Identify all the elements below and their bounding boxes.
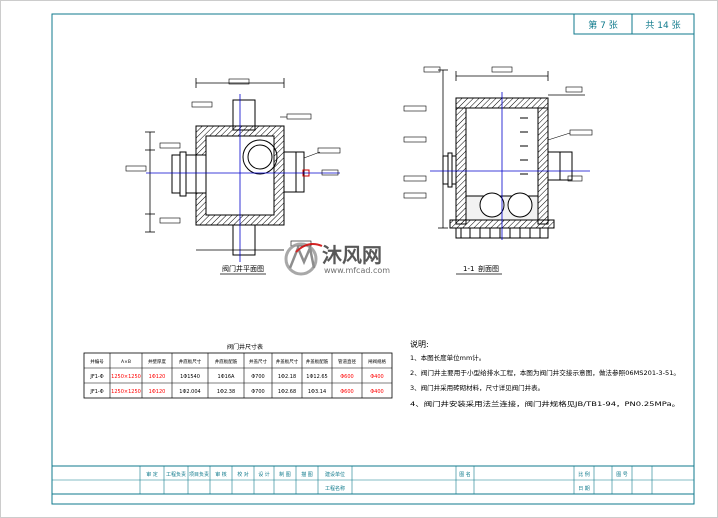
table-header: 井盖板尺寸 (276, 358, 299, 365)
note-item: 4、阀门井安装采用法兰连接，阀门井规格见JB/TB1-94，PN0.25MPa。 (410, 399, 680, 408)
table-cell: JF1-Φ (89, 374, 103, 380)
title-block-label: 图 名 (459, 471, 471, 478)
table-cell: 1Φ2.18 (278, 374, 296, 380)
table-header: 井壁厚度 (148, 358, 166, 365)
title-block-label: 日 期 (578, 486, 590, 492)
table-cell: Φ600 (340, 389, 353, 395)
plan-view-caption: 阀门井平面图 (222, 264, 264, 273)
table-cell: 1Φ2.68 (278, 389, 296, 395)
table-cell: 1Φ2.004 (179, 389, 200, 395)
title-block-label: 比 例 (578, 471, 590, 478)
table-cell: Φ700 (251, 374, 264, 380)
brand-logo-icon (284, 242, 323, 276)
title-block-label: 项目负责 (189, 471, 209, 478)
title-block-label: 审 定 (146, 471, 158, 478)
table-title: 阀门井尺寸表 (227, 343, 263, 351)
table-header: 井编号 (90, 358, 104, 365)
table-cell: 1250×1250 (111, 389, 141, 395)
page-total: 共 14 张 (645, 20, 680, 31)
table-cell: 1Φ1540 (180, 374, 200, 380)
brand-url: www.mfcad.com (324, 266, 390, 275)
table-header: 井底板配筋 (215, 358, 238, 365)
table-cell: 1Φ16A (218, 374, 235, 380)
table-cell: 1Φ120 (149, 389, 166, 395)
page-number: 第 7 张 (588, 19, 617, 31)
table-header: 井底板尺寸 (179, 358, 202, 365)
title-block-label: 校 对 (237, 471, 249, 478)
title-block-label: 制 图 (279, 471, 291, 478)
title-block-label: 审 核 (215, 471, 227, 478)
table-cell: JF1-Φ (89, 389, 103, 395)
table-header: 管道直径 (338, 358, 356, 365)
table-cell: 1Φ120 (149, 374, 166, 380)
title-block-label: 建设单位 (325, 471, 345, 478)
brand-name: 沐风网 (322, 243, 382, 267)
table-cell: 1250×1250 (111, 374, 141, 380)
table-cell: Φ600 (340, 374, 353, 380)
table-cell: Φ400 (370, 389, 383, 395)
table-cell: Φ400 (370, 374, 383, 380)
title-block-label: 工程名称 (325, 485, 345, 492)
title-block: 审 定 工程负责 项目负责 审 核 校 对 设 计 制 图 描 图 建设单位 工… (51, 465, 695, 495)
note-item: 2、阀门井主要用于小型给排水工程，本图为阀门井交接示意图，做法参照06MS201… (410, 368, 680, 377)
note-item: 3、阀门井采用砖砌材料，尺寸详见阀门井表。 (410, 383, 544, 392)
design-notes: 说明: 1、本图长度单位mm计。 2、阀门井主要用于小型给排水工程，本图为阀门井… (410, 339, 680, 408)
table-header: 闸阀规格 (368, 358, 386, 365)
title-block-label: 描 图 (301, 471, 313, 478)
table-cell: 1Φ2.38 (217, 389, 235, 395)
table-cell: 1Φ3.14 (308, 389, 326, 395)
watermark: 沐风网 www.mfcad.com (284, 242, 390, 276)
title-block-label: 设 计 (258, 471, 270, 478)
section-view: 1-1 剖面图 (403, 66, 593, 275)
drawing-border (51, 13, 695, 505)
table-header: A×B (121, 359, 131, 365)
note-item: 1、本图长度单位mm计。 (410, 353, 485, 362)
table-cell: 1Φ12.65 (306, 374, 327, 380)
section-caption-number: 1-1 (463, 265, 474, 273)
plan-view: 阀门井平面图 (125, 78, 341, 275)
dimension-table: 阀门井尺寸表 井编号 A×B 井壁厚度 井底板尺寸 井底板配筋 井盖尺寸 井盖板… (83, 343, 393, 399)
title-block-label: 工程负责 (166, 471, 186, 478)
section-caption-text: 剖面图 (478, 264, 499, 273)
sheet-number-box: 第 7 张 共 14 张 (573, 13, 695, 35)
notes-title: 说明: (410, 339, 429, 349)
table-header: 井盖尺寸 (249, 358, 267, 365)
table-header: 井盖板配筋 (306, 358, 329, 365)
table-cell: Φ700 (251, 389, 264, 395)
title-block-label: 图 号 (616, 472, 628, 478)
